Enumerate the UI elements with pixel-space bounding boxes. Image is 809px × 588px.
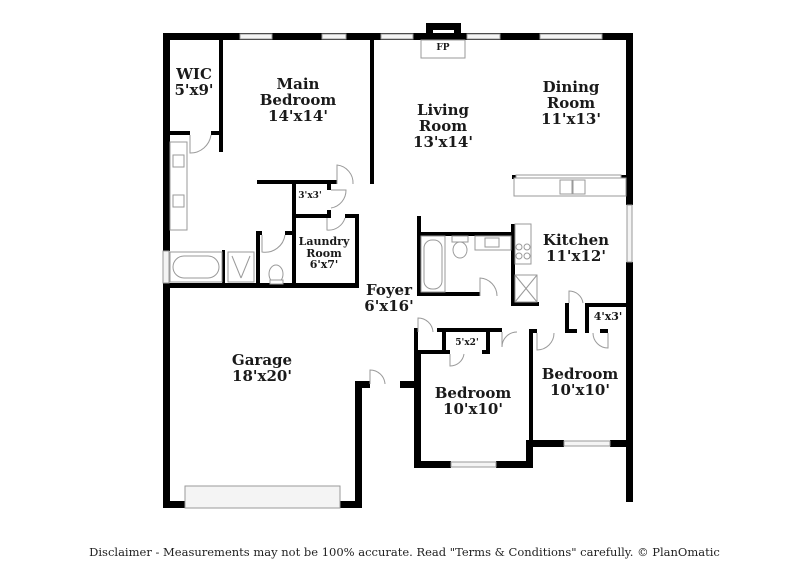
room-wic: WIC 5'x9'	[174, 65, 214, 99]
room-size: 6'x7'	[309, 258, 339, 272]
room-name: Bedroom	[541, 365, 619, 383]
room-size: 18'x20'	[232, 366, 292, 385]
room-size: 11'x12'	[546, 246, 606, 265]
room-name: Kitchen	[542, 231, 610, 249]
room-closet-5x2: 5'x2'	[455, 338, 479, 348]
doors	[189, 134, 609, 385]
interior-walls	[163, 40, 626, 444]
room-name: Bedroom	[434, 384, 512, 402]
room-name: WIC	[176, 65, 212, 83]
room-laundry: Laundry Room 6'x7'	[299, 236, 350, 271]
room-name: Room	[418, 116, 468, 135]
room-closet-4x3: 4'x3'	[594, 311, 623, 323]
room-living-room: Living Room 13'x14'	[413, 101, 473, 151]
fireplace-label: FP	[436, 43, 450, 53]
room-name: Living	[416, 101, 470, 119]
room-size: 5'x9'	[174, 80, 214, 99]
room-size: 10'x10'	[550, 380, 610, 399]
room-size: 13'x14'	[413, 132, 473, 151]
room-size: 11'x13'	[541, 109, 601, 128]
room-dining-room: Dining Room 11'x13'	[541, 78, 601, 128]
room-size: 5'x2'	[455, 338, 479, 348]
room-size: 14'x14'	[268, 106, 328, 125]
room-bedroom-2: Bedroom 10'x10'	[434, 384, 512, 418]
room-kitchen: Kitchen 11'x12'	[542, 231, 610, 265]
fireplace	[420, 39, 466, 59]
room-main-bedroom: Main Bedroom 14'x14'	[259, 75, 337, 125]
windows	[162, 33, 633, 509]
disclaimer-text: Disclaimer - Measurements may not be 100…	[89, 545, 720, 559]
room-size: 3'x3'	[298, 191, 322, 201]
room-name: Dining	[542, 78, 600, 96]
room-closet-3x3: 3'x3'	[298, 191, 322, 201]
room-bedroom-3: Bedroom 10'x10'	[541, 365, 619, 399]
room-name: Room	[546, 93, 596, 112]
room-name: Garage	[231, 351, 293, 369]
room-size: 4'x3'	[593, 310, 623, 323]
room-name: Foyer	[365, 281, 412, 299]
room-foyer: Foyer 6'x16'	[364, 281, 414, 315]
room-garage: Garage 18'x20'	[231, 351, 293, 385]
room-size: 10'x10'	[443, 399, 503, 418]
fixtures	[169, 39, 627, 303]
room-name: Bedroom	[259, 90, 337, 109]
room-name: Laundry	[298, 235, 350, 248]
room-name: Main	[276, 75, 320, 93]
room-name: Room	[306, 246, 342, 260]
room-size: 6'x16'	[364, 296, 414, 315]
